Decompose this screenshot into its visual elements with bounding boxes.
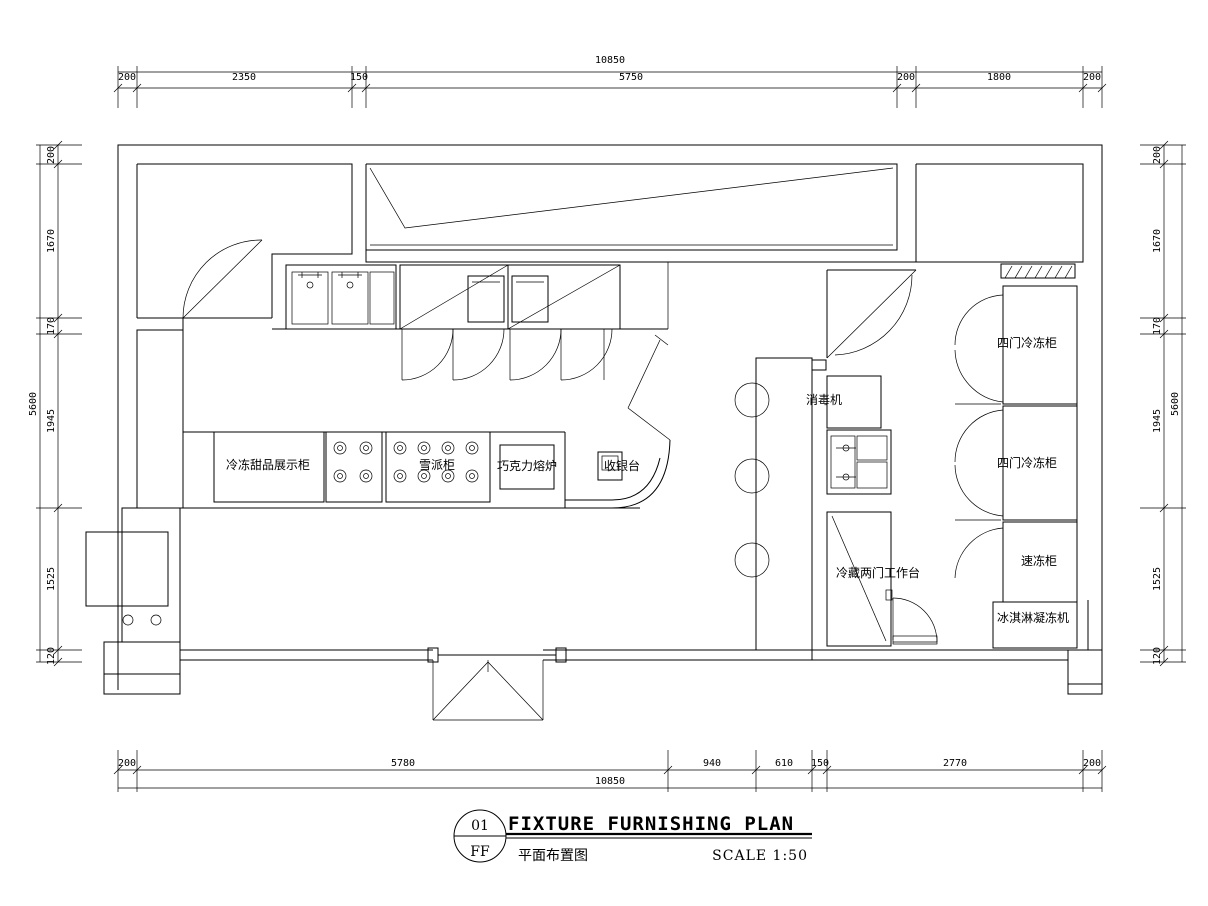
bottom-dimension-line: 200 5780 940 610 150 2770 200 10850: [113, 750, 1107, 792]
left-room-door: [137, 239, 272, 331]
dim-right-seg: 170: [1152, 317, 1163, 335]
faucet-icon: [298, 272, 362, 289]
dim-top-total: 10850: [595, 55, 625, 66]
dim-right-seg: 1525: [1152, 567, 1163, 591]
top-dimension-line: 10850 200 2350 150 5750 200 1800 200: [113, 55, 1107, 108]
dim-bottom-seg: 610: [775, 758, 793, 769]
bar-area: [734, 357, 813, 651]
drawing-number: 01: [471, 818, 489, 834]
dim-top-seg: 5750: [619, 72, 643, 83]
dim-right-seg: 200: [1152, 146, 1163, 164]
label-four-door-fridge: 四门冷冻柜: [997, 455, 1057, 470]
dim-right-seg: 120: [1152, 647, 1163, 665]
dim-left-total: 5600: [28, 392, 39, 416]
dim-right-seg: 1945: [1152, 409, 1163, 433]
dim-left-seg: 120: [46, 647, 57, 665]
dim-bottom-seg: 200: [118, 758, 136, 769]
drawing-scale: SCALE 1:50: [712, 848, 808, 864]
dim-top-seg: 150: [350, 72, 368, 83]
dim-left-seg: 1945: [46, 409, 57, 433]
dim-left-seg: 170: [46, 317, 57, 335]
back-kitchen: [811, 269, 938, 660]
drawing-title: FIXTURE FURNISHING PLAN: [508, 813, 794, 835]
dim-top-seg: 1800: [987, 72, 1011, 83]
dim-bottom-seg: 5780: [391, 758, 415, 769]
label-blast-freezer: 速冻柜: [1021, 553, 1057, 568]
outer-walls: [103, 144, 1103, 695]
sink-icon: [836, 444, 856, 481]
label-four-door-fridge: 四门冷冻柜: [997, 335, 1057, 350]
dim-left-seg: 1670: [46, 229, 57, 253]
dim-left-seg: 200: [46, 146, 57, 164]
dim-bottom-seg: 200: [1083, 758, 1101, 769]
drawing-subtitle: 平面布置图: [518, 848, 588, 864]
dim-top-seg: 200: [1083, 72, 1101, 83]
dim-bottom-total: 10850: [595, 776, 625, 787]
dim-bottom-seg: 940: [703, 758, 721, 769]
front-counter: [183, 334, 671, 509]
left-dimension-line: 5600 200 1670 170 1945 1525 120: [28, 140, 82, 667]
dim-right-seg: 1670: [1152, 229, 1163, 253]
dim-bottom-seg: 2770: [943, 758, 967, 769]
right-dimension-line: 5600 200 1670 170 1945 1525 120: [1140, 140, 1186, 667]
left-counter: [85, 329, 184, 643]
dim-right-total: 5600: [1170, 392, 1181, 416]
label-chocolate-melter: 巧克力熔炉: [497, 458, 557, 473]
label-dessert-cabinet: 冷冻甜品展示柜: [226, 457, 310, 472]
dim-top-seg: 200: [118, 72, 136, 83]
sink-row: [272, 262, 669, 381]
label-cold-workbench: 冷藏两门工作台: [836, 565, 920, 580]
dim-top-seg: 2350: [232, 72, 256, 83]
dim-bottom-seg: 150: [811, 758, 829, 769]
label-cashier: 收银台: [604, 458, 640, 473]
label-disinfection: 消毒机: [806, 393, 842, 407]
dim-left-seg: 1525: [46, 567, 57, 591]
dim-top-seg: 200: [897, 72, 915, 83]
entrance-doors: [432, 660, 544, 721]
hood-area: [365, 163, 1084, 263]
freezer-column: [938, 261, 1089, 650]
gelato-pan-icon: [333, 441, 479, 483]
drawing-code: FF: [470, 844, 490, 860]
label-gelato-cabinet: 雪派柜: [419, 458, 455, 472]
title-block: 01 FF FIXTURE FURNISHING PLAN 平面布置图 SCAL…: [453, 809, 812, 864]
label-ice-cream-machine: 冰淇淋凝冻机: [997, 610, 1069, 625]
